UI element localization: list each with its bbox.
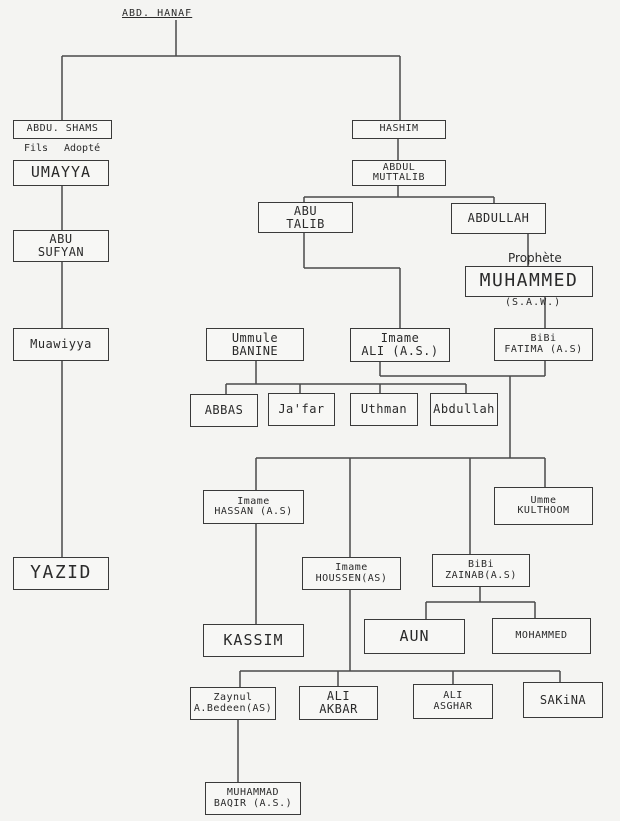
node-line: ZAINAB(A.S) — [445, 569, 517, 581]
node-line: BANINE — [231, 343, 279, 358]
node-line: Uthman — [360, 402, 408, 417]
node-line: FATIMA (A.S) — [504, 343, 583, 355]
node-line: SAKiNA — [539, 692, 587, 707]
node-abdullah-father: ABDULLAH — [451, 203, 546, 234]
node-line: A.Bedeen(AS) — [193, 702, 273, 714]
node-line: ABBAS — [204, 403, 244, 418]
node-line: AKBAR — [319, 702, 358, 716]
node-abbas: ABBAS — [190, 394, 258, 427]
adopted-note-right: Adopté — [64, 143, 101, 154]
node-line: KULTHOOM — [517, 505, 570, 516]
node-line: Imame — [335, 562, 368, 573]
node-abdu-shams: ABDU. SHAMS — [13, 120, 112, 139]
node-line: ALI — [326, 689, 351, 704]
node-line: Ja'far — [278, 402, 325, 417]
node-abdullah-son: Abdullah — [430, 393, 498, 426]
node-line: ALI (A.S.) — [361, 344, 439, 358]
node-line: UMAYYA — [30, 163, 92, 182]
node-yazid: YAZID — [13, 557, 109, 590]
node-line: BiBi — [530, 333, 557, 344]
node-line: ASGHAR — [433, 700, 473, 712]
node-line: MOHAMMED — [515, 629, 568, 641]
node-line: Umme — [530, 494, 557, 506]
node-line: ABDUL — [382, 161, 416, 173]
prophet-title: Prophète — [508, 251, 562, 265]
node-line: AUN — [399, 626, 430, 645]
adopted-note-left: Fils — [24, 143, 49, 154]
node-line: MUHAMMAD — [226, 787, 280, 798]
root-ancestor-label: ABD. HANAF — [122, 8, 193, 19]
node-line: HOUSSEN(AS) — [315, 572, 388, 584]
node-jafar: Ja'far — [268, 393, 335, 426]
node-aun: AUN — [364, 619, 465, 654]
node-line: HASSAN (A.S) — [214, 506, 293, 517]
node-line: SUFYAN — [37, 245, 85, 259]
node-mohammed: MOHAMMED — [492, 618, 591, 654]
node-line: Zaynul — [213, 692, 253, 703]
node-line: HASHIM — [379, 123, 419, 135]
node-sakina: SAKiNA — [523, 682, 603, 718]
node-hashim: HASHIM — [352, 120, 446, 139]
node-line: MUTTALIB — [372, 172, 426, 183]
node-kassim: KASSIM — [203, 624, 304, 657]
node-line: BiBi — [467, 559, 495, 570]
node-line: YAZID — [30, 562, 92, 584]
node-muhammed: MUHAMMED — [465, 266, 593, 297]
node-line: Abdullah — [433, 402, 495, 417]
node-line: KASSIM — [223, 630, 284, 649]
node-line: ABU — [49, 232, 73, 247]
node-uthman: Uthman — [350, 393, 418, 426]
node-line: Muawiyya — [30, 337, 92, 352]
node-umayya: UMAYYA — [13, 160, 109, 186]
node-line: TALIB — [286, 216, 325, 231]
prophet-honorific: (S.A.W.) — [505, 297, 562, 308]
node-line: ALI — [443, 690, 463, 701]
node-muawiyya: Muawiyya — [13, 328, 109, 361]
node-line: MUHAMMED — [479, 270, 579, 292]
node-line: Imame — [237, 495, 270, 507]
node-line: BAQIR (A.S.) — [213, 797, 293, 809]
node-line: ABU — [293, 203, 318, 218]
node-line: ABDU. SHAMS — [26, 123, 99, 135]
node-line: Ummule — [231, 330, 279, 345]
node-line: Imame — [380, 331, 420, 346]
node-line: ABDULLAH — [467, 211, 530, 226]
